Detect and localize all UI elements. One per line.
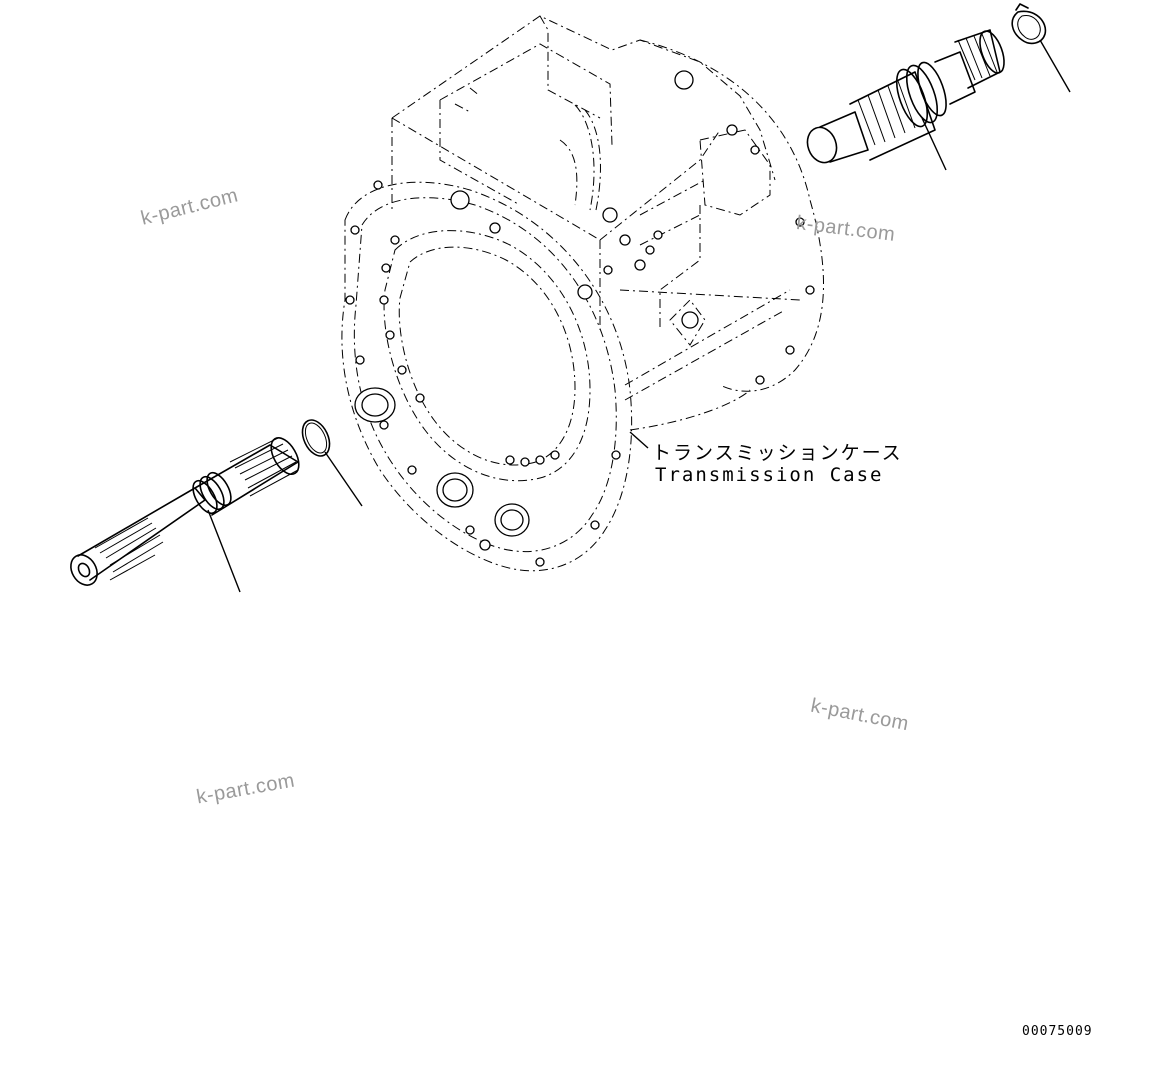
drawing-number: 00075009 (1022, 1024, 1093, 1039)
transmission-case-icon (341, 15, 825, 572)
output-shaft-left-icon (70, 437, 300, 586)
snap-ring-left-icon (301, 419, 331, 457)
part-label-english: Transmission Case (655, 464, 884, 486)
part-label-japanese: トランスミッションケース (652, 442, 903, 464)
leader-lines (207, 39, 1071, 593)
output-shaft-right-icon (806, 29, 1005, 164)
snap-ring-right-icon (1011, 3, 1047, 45)
